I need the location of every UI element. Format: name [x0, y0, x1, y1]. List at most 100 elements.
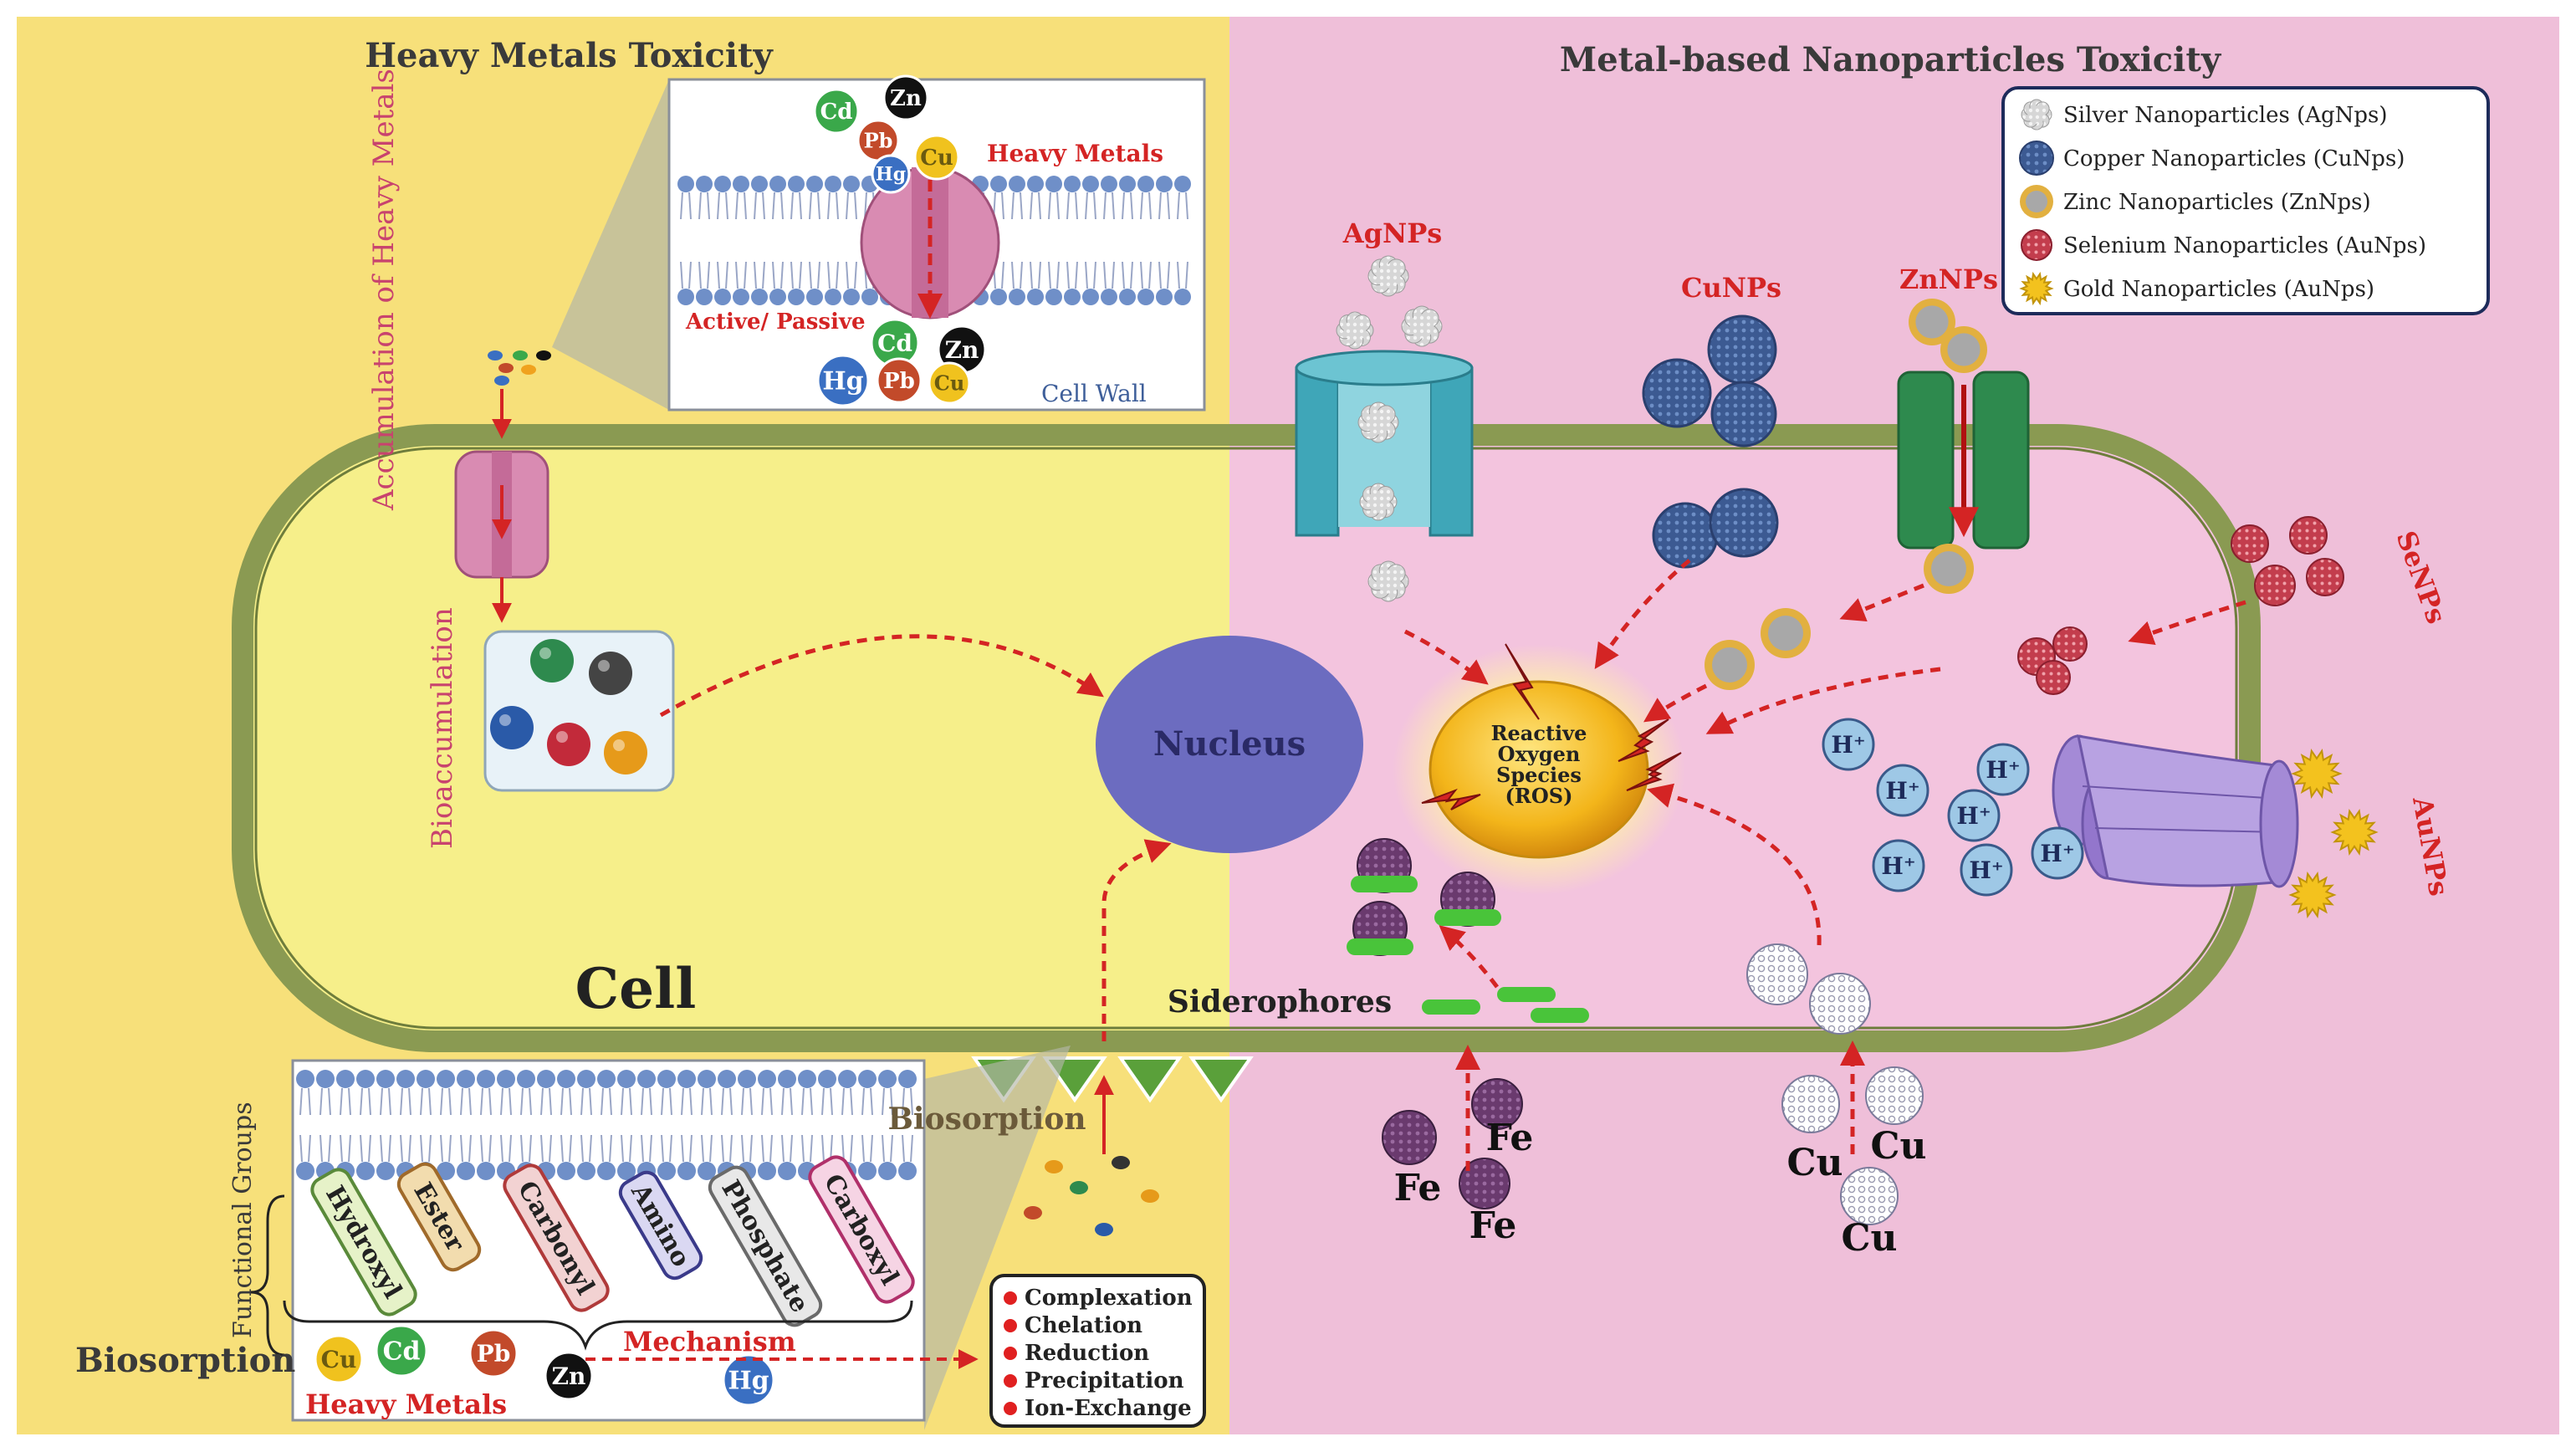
- copper-nanoparticle: [1707, 314, 1777, 385]
- inset-top-ion-pb: Pb: [856, 119, 900, 162]
- proton-label: H⁺: [1969, 856, 2003, 884]
- accum-dot: [536, 350, 551, 360]
- biosorption-to-nucleus-arrow: [1101, 839, 1172, 1041]
- accum-dot: [488, 350, 503, 360]
- mechanism-item: Chelation: [1004, 1313, 1142, 1338]
- siderophore: [1497, 987, 1556, 1002]
- zinc-nanoparticle: [1761, 608, 1811, 658]
- legend-item: Silver Nanoparticles (AgNps): [2021, 99, 2388, 130]
- functional-group-ester: Ester: [396, 1162, 482, 1272]
- mechanism-label: Chelation: [1025, 1313, 1142, 1338]
- inset-top-ion-hg: Hg: [871, 154, 911, 194]
- copper-ion: [1865, 1066, 1924, 1125]
- ros-label-line-1: Reactive: [1491, 721, 1587, 745]
- inset-bottom-ion-cd: Cd: [870, 318, 920, 368]
- zinc-nanoparticle: [1705, 640, 1755, 690]
- bio-ball: [530, 639, 574, 683]
- copper-ion: [1746, 943, 1808, 1005]
- siderophore-iron-complex: [1347, 901, 1413, 956]
- silver-nanoparticle: [1367, 255, 1409, 297]
- legend-label: Copper Nanoparticles (CuNps): [2063, 146, 2405, 171]
- accum-dot: [494, 376, 509, 386]
- bottom-ion-hg-label: Hg: [728, 1367, 769, 1396]
- siderophore: [1531, 1008, 1589, 1023]
- nucleus: [1096, 636, 1363, 853]
- inset-top-ion-cu: Cu: [913, 134, 960, 181]
- mechanisms-box: [989, 1274, 1206, 1428]
- silver-nanoparticle: [1367, 560, 1409, 602]
- au-receptor: [2052, 734, 2299, 888]
- inset-bottom-ion-cu: Cu: [928, 361, 971, 405]
- silver-nanoparticle: [2021, 99, 2052, 130]
- mechanism-label: Reduction: [1025, 1341, 1149, 1366]
- bio-ball: [490, 706, 534, 749]
- proton-ion: H⁺: [1872, 839, 1925, 892]
- cu-ion-label: Cu: [1786, 1142, 1843, 1184]
- inset-projection-bottom: [924, 1046, 1071, 1430]
- right-title: Metal-based Nanoparticles Toxicity: [1560, 40, 2222, 79]
- mechanism-label: Complexation: [1025, 1286, 1193, 1311]
- mechanism-item: Precipitation: [1004, 1368, 1184, 1393]
- ros-label-line-3: Species: [1496, 763, 1582, 787]
- cell-left-fill: [243, 435, 1229, 1041]
- fe-label: Fe: [1469, 1204, 1517, 1247]
- inset-transport-label: Active/ Passive: [685, 309, 866, 335]
- mechanism-label: Ion-Exchange: [1025, 1396, 1192, 1421]
- zinc-nanoparticle: [1924, 544, 1974, 594]
- cell-label: Cell: [575, 956, 697, 1021]
- fe-label: Fe: [1394, 1167, 1442, 1209]
- inset-top-ion-cd: Cd: [813, 88, 860, 135]
- accum-dot: [513, 350, 528, 360]
- gold-nanoparticle: [2291, 749, 2343, 799]
- bioaccumulation-label: Bioaccumulation: [426, 607, 459, 849]
- ag-label: AgNPs: [1342, 217, 1443, 249]
- bottom-ion-zn-label: Zn: [552, 1363, 586, 1390]
- bottom-ion-zn: Zn: [544, 1351, 594, 1401]
- bottom-ion-cd: Cd: [375, 1324, 428, 1378]
- selenium-nanoparticle: [2306, 558, 2344, 596]
- proton-label: H⁺: [1831, 731, 1865, 759]
- membrane-receptor: [1188, 1056, 1254, 1103]
- zinc-nanoparticle: [1909, 299, 1955, 345]
- left-title: Heavy Metals Toxicity: [365, 36, 774, 75]
- mechanism-item: Ion-Exchange: [1004, 1396, 1192, 1421]
- ros-lightning-icon: [1421, 788, 1481, 810]
- copper-ion: [1840, 1167, 1899, 1225]
- cu-np-label: CuNPs: [1681, 272, 1781, 304]
- legend-item: Copper Nanoparticles (CuNps): [2019, 141, 2405, 176]
- selenium-nanoparticle: [2289, 516, 2328, 555]
- ag-channel: [1295, 350, 1474, 537]
- silver-nanoparticle: [1336, 311, 1374, 350]
- legend: Silver Nanoparticles (AgNps) Copper Nanop…: [2001, 86, 2490, 315]
- proton-label: H⁺: [1885, 777, 1919, 805]
- zinc-nanoparticle: [1940, 326, 1987, 373]
- inset-cell-wall-label: Cell Wall: [1041, 380, 1147, 407]
- proton-ion: H⁺: [1822, 718, 1875, 771]
- se-arrow: [2128, 600, 2246, 646]
- inset-top-ion-zn-label: Zn: [890, 86, 922, 111]
- ag-to-ros-arrow: [1403, 629, 1489, 685]
- siderophores-label: Siderophores: [1168, 984, 1392, 1020]
- bottom-ion-cu: Cu: [314, 1334, 364, 1384]
- silver-nanoparticle: [1357, 401, 1399, 443]
- siderophore-arrow: [1439, 925, 1499, 989]
- siderophore-iron-complex: [1351, 838, 1418, 893]
- iron-particle: [1382, 1110, 1437, 1165]
- heavy-metal-dots: [488, 350, 551, 386]
- proton-ion: H⁺: [1960, 843, 2013, 897]
- bottom-ion-pb-label: Pb: [477, 1340, 511, 1368]
- functional-groups-brace: [250, 1194, 285, 1357]
- mechanism-brace: [283, 1300, 913, 1351]
- bio-ball: [547, 723, 590, 766]
- siderophore: [1422, 1000, 1480, 1015]
- ros-lightning-icon: [1618, 718, 1669, 762]
- selenium-nanoparticle: [2052, 626, 2088, 662]
- proton-label: H⁺: [1956, 802, 1991, 830]
- copper-nanoparticle: [1652, 502, 1719, 569]
- legend-item: Zinc Nanoparticles (ZnNps): [2020, 185, 2371, 218]
- inset-bottom-ion-pb-label: Pb: [883, 369, 915, 394]
- accum-dot: [498, 363, 514, 373]
- zn-channel: [1897, 371, 2030, 550]
